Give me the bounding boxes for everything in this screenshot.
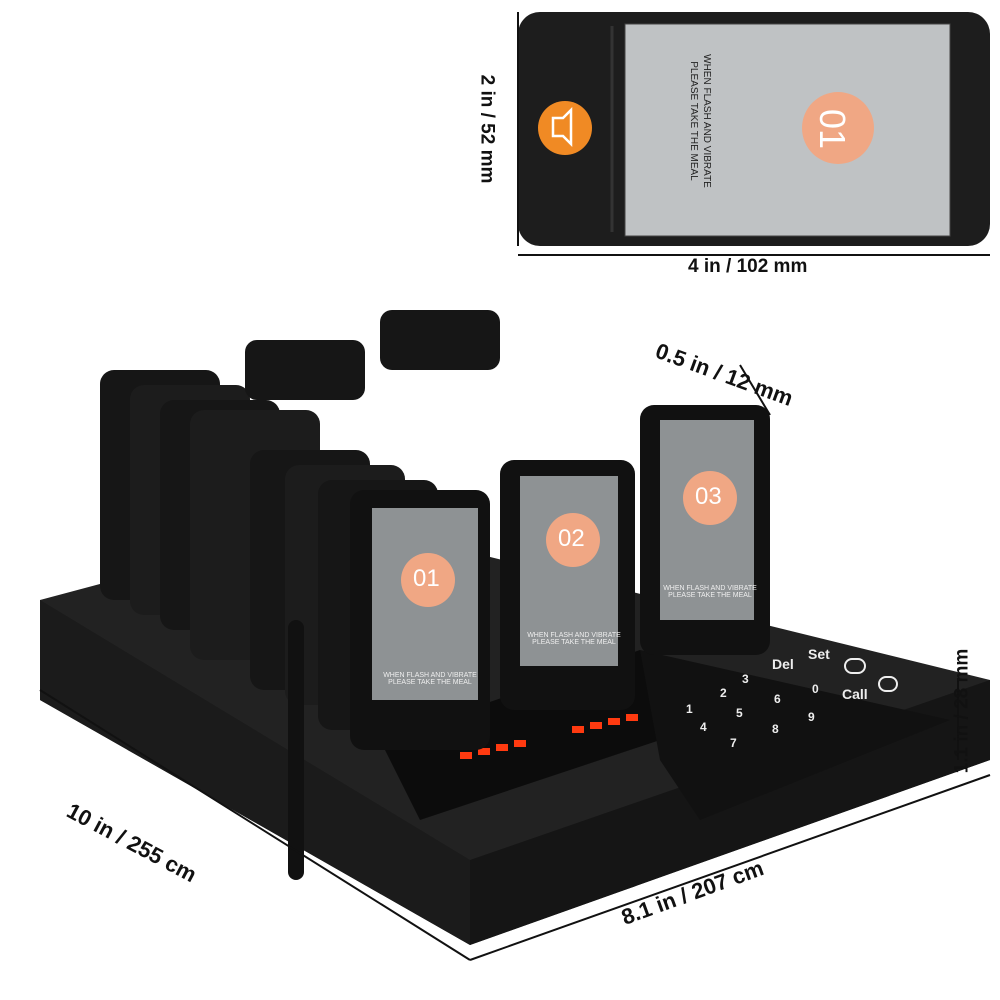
key-3[interactable]: 3 xyxy=(742,672,749,686)
antenna xyxy=(288,620,304,880)
mute-icon xyxy=(538,101,592,155)
pager-message-line2: PLEASE TAKE THE MEAL xyxy=(688,61,699,181)
pager-message-line1-01: WHEN FLASH AND VIBRATE xyxy=(383,672,477,679)
key-9[interactable]: 9 xyxy=(808,710,815,724)
pager-number-03: 03 xyxy=(695,483,722,510)
key-1[interactable]: 1 xyxy=(686,702,693,716)
dim-pager-width: 4 in / 102 mm xyxy=(688,256,808,277)
pager-message-line1: WHEN FLASH AND VIBRATE xyxy=(701,54,712,188)
pager-top-view xyxy=(518,12,990,246)
pager-message-line1-03: WHEN FLASH AND VIBRATE xyxy=(663,585,757,592)
pager-message-line2-01: PLEASE TAKE THE MEAL xyxy=(388,679,472,686)
call-button[interactable]: Call xyxy=(842,686,868,702)
up-arrow-icon[interactable] xyxy=(844,658,866,674)
dim-base-height: 1.1 in / 28 mm xyxy=(951,648,973,774)
key-5[interactable]: 5 xyxy=(736,706,743,720)
pager-message-line1-02: WHEN FLASH AND VIBRATE xyxy=(527,632,621,639)
keypad: 1 2 3 4 5 6 7 8 9 0 Del Set Call xyxy=(660,640,920,750)
del-button[interactable]: Del xyxy=(772,656,794,672)
key-7[interactable]: 7 xyxy=(730,736,737,750)
check-icon[interactable] xyxy=(878,676,898,692)
set-button[interactable]: Set xyxy=(808,646,830,662)
key-0[interactable]: 0 xyxy=(812,682,819,696)
led-display xyxy=(460,714,638,759)
key-4[interactable]: 4 xyxy=(700,720,707,734)
dim-pager-height: 2 in / 52 mm xyxy=(476,74,498,184)
pager-number-top: 01 xyxy=(812,108,854,150)
pager-stack xyxy=(100,310,770,750)
key-8[interactable]: 8 xyxy=(772,722,779,736)
pager-number-02: 02 xyxy=(558,525,585,552)
pager-number-01: 01 xyxy=(413,565,440,592)
key-2[interactable]: 2 xyxy=(720,686,727,700)
pager-message-line2-03: PLEASE TAKE THE MEAL xyxy=(668,592,752,599)
pager-message-line2-02: PLEASE TAKE THE MEAL xyxy=(532,639,616,646)
key-6[interactable]: 6 xyxy=(774,692,781,706)
